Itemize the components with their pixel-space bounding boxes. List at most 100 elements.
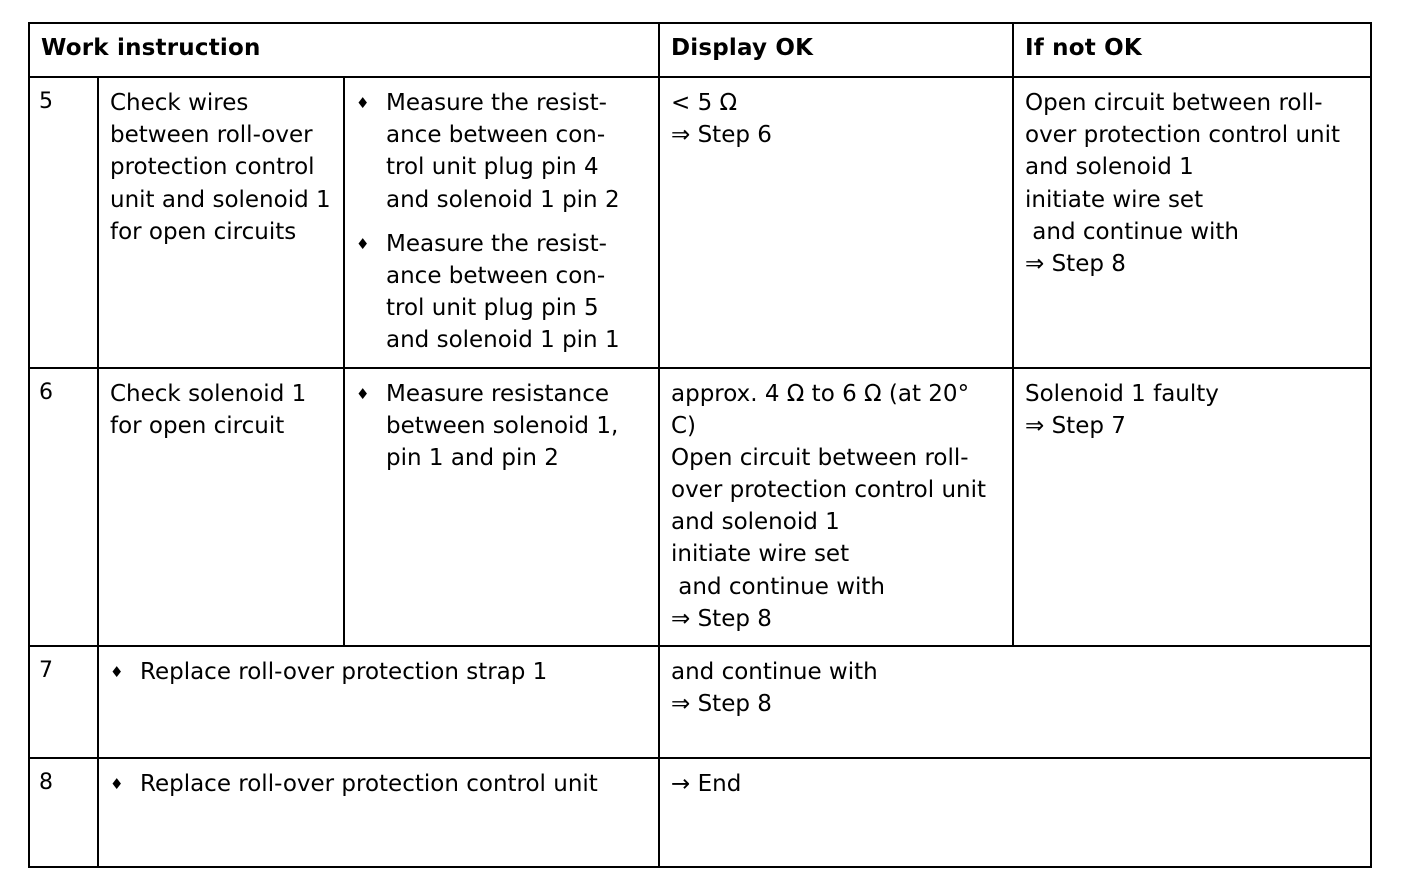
if-not-ok-line: ⇒ Step 7 [1025,412,1126,439]
action-text: Replace roll-over protection strap 1 [140,659,548,685]
step-number-cell-7: 7 [28,645,99,759]
action-cell-5: ♦ Measure the resist- ance between con- … [343,76,660,369]
header-work-instruction-label: Work instruction [41,35,261,61]
table-row-step-6: 6 Check solenoid 1 for open circuit ♦ Me… [28,366,1372,647]
action-text: Replace roll-over protection control uni… [140,771,598,797]
action-line: Measure the resist- [386,90,607,116]
display-ok-line: ⇒ Step 8 [671,605,772,632]
action-item: ♦ Replace roll-over protection control u… [110,768,650,800]
action-line: Measure the resist- [386,230,607,257]
action-text: Measure the resist- ance between con- tr… [386,87,650,216]
display-ok-text-6: approx. 4 Ω to 6 Ω (at 20° C) Open circu… [660,369,1012,646]
header-if-not-ok-label: If not OK [1025,35,1142,61]
result-line: and continue with [671,659,878,685]
display-ok-line: ⇒ Step 6 [671,122,772,149]
if-not-ok-line: ⇒ Step 8 [1025,250,1126,277]
table-body: 5 Check wires between roll-over protecti… [28,76,1372,868]
action-line: and solenoid 1 pin 1 [386,327,620,354]
header-work-instruction: Work instruction [28,22,660,78]
table-row-step-5: 5 Check wires between roll-over protecti… [28,76,1372,369]
action-line: trol unit plug pin 5 [386,295,599,322]
task-line: for open circuit [110,412,285,439]
action-item: ♦ Measure the resist- ance between con- … [356,87,650,216]
task-line: Check wires [110,90,249,116]
action-cell-6: ♦ Measure resistance between solenoid 1,… [343,366,660,647]
step-number-6: 6 [39,379,53,405]
procedure-table: Work instruction Display OK If not OK 5 … [28,22,1372,868]
diamond-bullet-icon: ♦ [356,94,370,112]
action-line: ance between con- [386,262,606,289]
result-line: → End [671,771,742,797]
diamond-bullet-icon: ♦ [110,775,124,793]
header-display-ok-label: Display OK [671,35,814,61]
if-not-ok-line: initiate wire set [1025,186,1204,213]
task-text-6: Check solenoid 1 for open circuit [99,369,343,452]
diamond-bullet-icon: ♦ [356,384,370,403]
action-list-6: ♦ Measure resistance between solenoid 1,… [345,369,658,485]
display-ok-line: < 5 Ω [671,90,738,116]
if-not-ok-line: Solenoid 1 faulty [1025,380,1219,407]
diamond-bullet-icon: ♦ [110,663,124,681]
diamond-bullet-icon: ♦ [356,234,370,253]
action-line: trol unit plug pin 4 [386,154,599,181]
task-line: between roll-over [110,122,313,149]
task-line: Check solenoid 1 [110,380,307,407]
if-not-ok-cell-6: Solenoid 1 faulty ⇒ Step 7 [1012,366,1372,647]
step-number-cell-5: 5 [28,76,99,369]
task-cell-6: Check solenoid 1 for open circuit [97,366,345,647]
display-ok-cell-5: < 5 Ω ⇒ Step 6 [658,76,1014,369]
step-number-cell-6: 6 [28,366,99,647]
header-row: Work instruction Display OK If not OK [28,22,1372,78]
if-not-ok-text-6: Solenoid 1 faulty ⇒ Step 7 [1014,369,1370,452]
display-ok-line: and solenoid 1 [671,509,840,536]
if-not-ok-line: and solenoid 1 [1025,154,1194,181]
action-line: and solenoid 1 pin 2 [386,186,620,213]
action-cell-8: ♦ Replace roll-over protection control u… [97,757,660,868]
action-line: Measure resistance [386,380,610,407]
if-not-ok-line: and continue with [1025,218,1240,245]
display-ok-text-5: < 5 Ω ⇒ Step 6 [660,78,1012,161]
action-item: ♦ Replace roll-over protection strap 1 [110,656,650,688]
action-list-7: ♦ Replace roll-over protection strap 1 [99,647,658,698]
display-ok-line: over protection control unit [671,477,987,504]
display-ok-line: C) [671,412,697,439]
action-line: pin 1 and pin 2 [386,444,559,471]
display-ok-cell-6: approx. 4 Ω to 6 Ω (at 20° C) Open circu… [658,366,1014,647]
result-text-7: and continue with ⇒ Step 8 [660,647,1370,730]
action-line: ance between con- [386,122,606,149]
display-ok-line: initiate wire set [671,541,850,568]
action-item: ♦ Measure the resist- ance between con- … [356,228,650,357]
display-ok-line: Open circuit between roll- [671,444,969,471]
step-number-cell-8: 8 [28,757,99,868]
action-text: Measure the resist- ance between con- tr… [386,228,650,357]
step-number-8: 8 [39,770,53,795]
display-ok-line: approx. 4 Ω to 6 Ω (at 20° [671,380,970,407]
task-line: for open circuits [110,218,297,245]
action-text: Measure resistance between solenoid 1, p… [386,378,650,475]
task-line: protection control [110,154,315,181]
table-row-step-8: 8 ♦ Replace roll-over protection control… [28,757,1372,868]
step-number-5: 5 [39,89,53,114]
table-header: Work instruction Display OK If not OK [28,22,1372,78]
if-not-ok-line: Open circuit between roll- [1025,90,1323,116]
header-display-ok: Display OK [658,22,1014,78]
step-number-7: 7 [39,658,53,683]
if-not-ok-text-5: Open circuit between roll- over protecti… [1014,78,1370,290]
header-if-not-ok: If not OK [1012,22,1372,78]
result-cell-8: → End [658,757,1372,868]
result-line: ⇒ Step 8 [671,691,772,718]
if-not-ok-line: over protection control unit [1025,122,1341,149]
action-cell-7: ♦ Replace roll-over protection strap 1 [97,645,660,759]
action-list-8: ♦ Replace roll-over protection control u… [99,759,658,810]
action-list-5: ♦ Measure the resist- ance between con- … [345,78,658,367]
table-row-step-7: 7 ♦ Replace roll-over protection strap 1… [28,645,1372,759]
display-ok-line: and continue with [671,573,886,600]
action-item: ♦ Measure resistance between solenoid 1,… [356,378,650,475]
task-line: unit and solenoid 1 [110,186,331,213]
result-text-8: → End [660,759,1370,810]
action-line: between solenoid 1, [386,412,619,439]
task-cell-5: Check wires between roll-over protection… [97,76,345,369]
if-not-ok-cell-5: Open circuit between roll- over protecti… [1012,76,1372,369]
task-text-5: Check wires between roll-over protection… [99,78,343,258]
